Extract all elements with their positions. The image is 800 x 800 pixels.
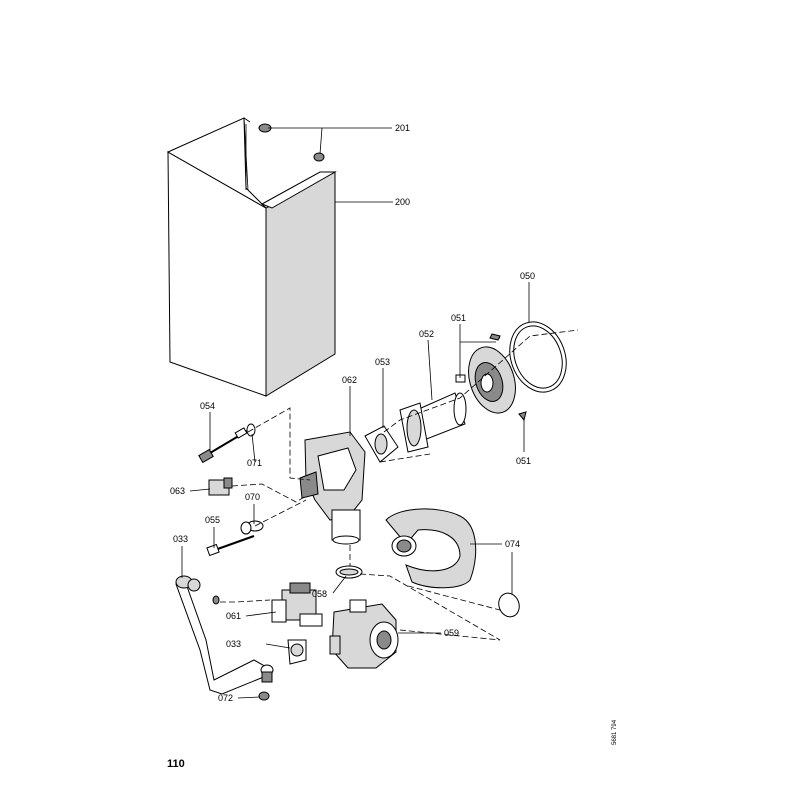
document-number: 5681 794 (612, 719, 618, 745)
callout-051-bottom: 051 (516, 456, 531, 466)
caps-part (258, 123, 325, 162)
callout-201: 201 (395, 123, 410, 133)
ionisation-electrode-part (206, 521, 255, 557)
callout-054: 054 (200, 401, 215, 411)
callout-063: 063 (170, 486, 185, 496)
ignition-electrode-part (198, 427, 248, 464)
callout-050: 050 (520, 271, 535, 281)
burner-flange-part (455, 333, 527, 422)
callout-053: 053 (375, 357, 390, 367)
air-intake-hose-part (385, 508, 520, 618)
callout-072: 072 (218, 693, 233, 703)
callout-058: 058 (312, 589, 327, 599)
callout-200: 200 (395, 197, 410, 207)
callout-071: 071 (247, 458, 262, 468)
leader-lines (181, 127, 530, 699)
callout-070: 070 (245, 492, 260, 502)
callout-059: 059 (444, 628, 459, 638)
flat-gasket-part (364, 425, 399, 463)
fan-part (329, 599, 399, 669)
callout-033-top: 033 (173, 534, 188, 544)
callout-033-bottom: 033 (226, 639, 241, 649)
callout-055: 055 (205, 515, 220, 525)
casing-front-panel-part (166, 117, 337, 397)
burner-tube-part (399, 392, 467, 453)
callout-051-top: 051 (451, 313, 466, 323)
clamp-ring-part (335, 565, 363, 579)
callout-074: 074 (505, 539, 520, 549)
callout-labels: 201 200 050 051 052 053 062 054 071 051 … (170, 123, 535, 703)
gas-pipe-part (175, 575, 274, 695)
callout-052: 052 (419, 329, 434, 339)
assembly-dashed-lines (220, 329, 579, 641)
ignition-unit-part (208, 477, 233, 496)
page-number: 110 (167, 758, 185, 770)
callout-061: 061 (226, 611, 241, 621)
mixing-housing-part (299, 431, 366, 545)
gas-valve-part (271, 582, 323, 627)
pipe-clips-part (287, 639, 307, 665)
gasket-072-part (258, 691, 270, 701)
callout-062: 062 (342, 375, 357, 385)
gasket-ring-part (509, 321, 567, 393)
